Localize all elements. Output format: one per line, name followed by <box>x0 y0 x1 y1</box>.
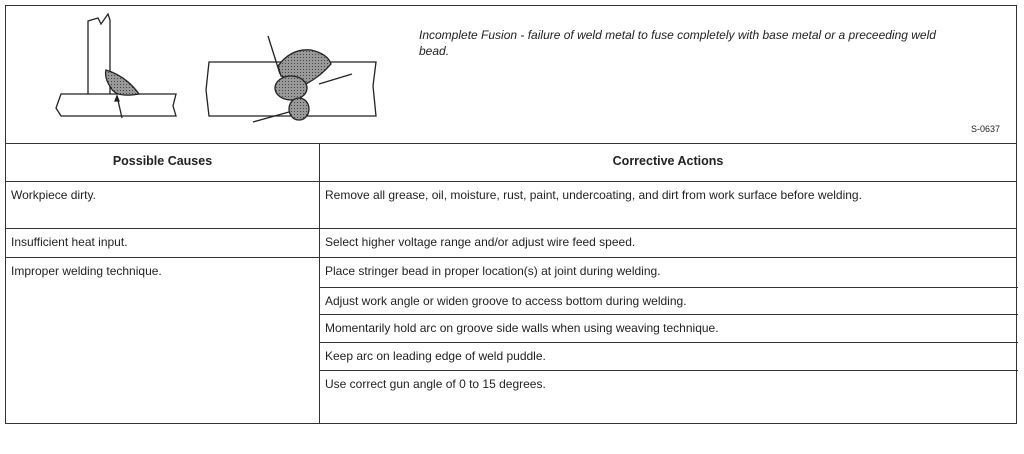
table-row: Momentarily hold arc on groove side wall… <box>319 315 1018 343</box>
cause-cell: Workpiece dirty. <box>11 188 96 202</box>
table-row: Workpiece dirty. Remove all grease, oil,… <box>6 182 1016 229</box>
weld-illustration <box>55 12 377 123</box>
table-row: Place stringer bead in proper location(s… <box>319 258 1018 288</box>
figure-code: S-0637 <box>970 124 1000 134</box>
figure-section: Incomplete Fusion - failure of weld meta… <box>6 6 1016 144</box>
table-row: Use correct gun angle of 0 to 15 degrees… <box>319 371 1018 423</box>
defect-title: Incomplete Fusion <box>419 28 518 42</box>
table-row: Keep arc on leading edge of weld puddle. <box>319 343 1018 371</box>
action-cell: Remove all grease, oil, moisture, rust, … <box>319 182 1016 228</box>
header-corrective-actions: Corrective Actions <box>319 143 1016 181</box>
action-cell: Use correct gun angle of 0 to 15 degrees… <box>319 371 1018 398</box>
action-cell: Keep arc on leading edge of weld puddle. <box>319 343 1018 370</box>
troubleshooting-table: Incomplete Fusion - failure of weld meta… <box>5 5 1018 424</box>
action-cell: Momentarily hold arc on groove side wall… <box>319 315 1018 342</box>
defect-description: Incomplete Fusion - failure of weld meta… <box>419 27 939 59</box>
defect-definition: - failure of weld metal to fuse complete… <box>419 28 936 58</box>
table-row: Adjust work angle or widen groove to acc… <box>319 288 1018 315</box>
action-cell: Adjust work angle or widen groove to acc… <box>319 288 1018 314</box>
cause-cell: Improper welding technique. <box>11 264 162 278</box>
header-possible-causes: Possible Causes <box>112 154 213 168</box>
action-cell: Select higher voltage range and/or adjus… <box>319 229 1016 257</box>
table-row: Insufficient heat input. Select higher v… <box>6 229 1016 258</box>
cause-cell: Insufficient heat input. <box>11 235 128 249</box>
column-divider <box>319 258 320 424</box>
action-cell: Place stringer bead in proper location(s… <box>319 258 1018 287</box>
header-row: Possible Causes Corrective Actions <box>6 143 1016 182</box>
